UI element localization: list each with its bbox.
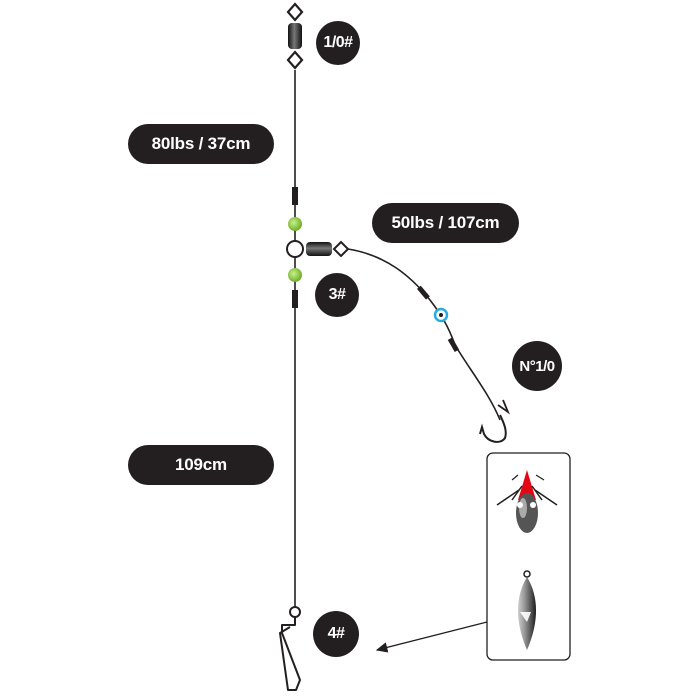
top-swivel-icon — [286, 2, 304, 70]
middle-swivel-icon — [286, 240, 350, 258]
middle-swivel-size-badge: 3# — [315, 273, 359, 317]
top-swivel-size-badge: 1/0# — [316, 21, 360, 65]
crimp-sleeve-icon — [292, 187, 298, 205]
snap-icon — [279, 606, 301, 691]
bead-icon — [288, 217, 302, 231]
branch-line-spec-label: 50lbs / 107cm — [372, 203, 519, 243]
hook-icon — [479, 399, 511, 443]
snap-size-badge: 4# — [313, 611, 359, 657]
squid-jig-icon — [496, 470, 558, 533]
main-line-spec-label: 80lbs / 37cm — [128, 124, 274, 164]
sinker-icon — [517, 570, 537, 650]
bead-icon — [288, 268, 302, 282]
crimp-sleeve-icon — [447, 337, 460, 353]
crimp-sleeve-icon — [292, 290, 298, 308]
crimp-sleeve-icon — [416, 285, 430, 300]
accessory-box — [486, 452, 571, 661]
hook-size-badge: N°1/0 — [512, 341, 562, 391]
lower-line-length-label: 109cm — [128, 445, 274, 485]
branch-line — [347, 248, 501, 421]
arrow-icon — [375, 621, 488, 653]
